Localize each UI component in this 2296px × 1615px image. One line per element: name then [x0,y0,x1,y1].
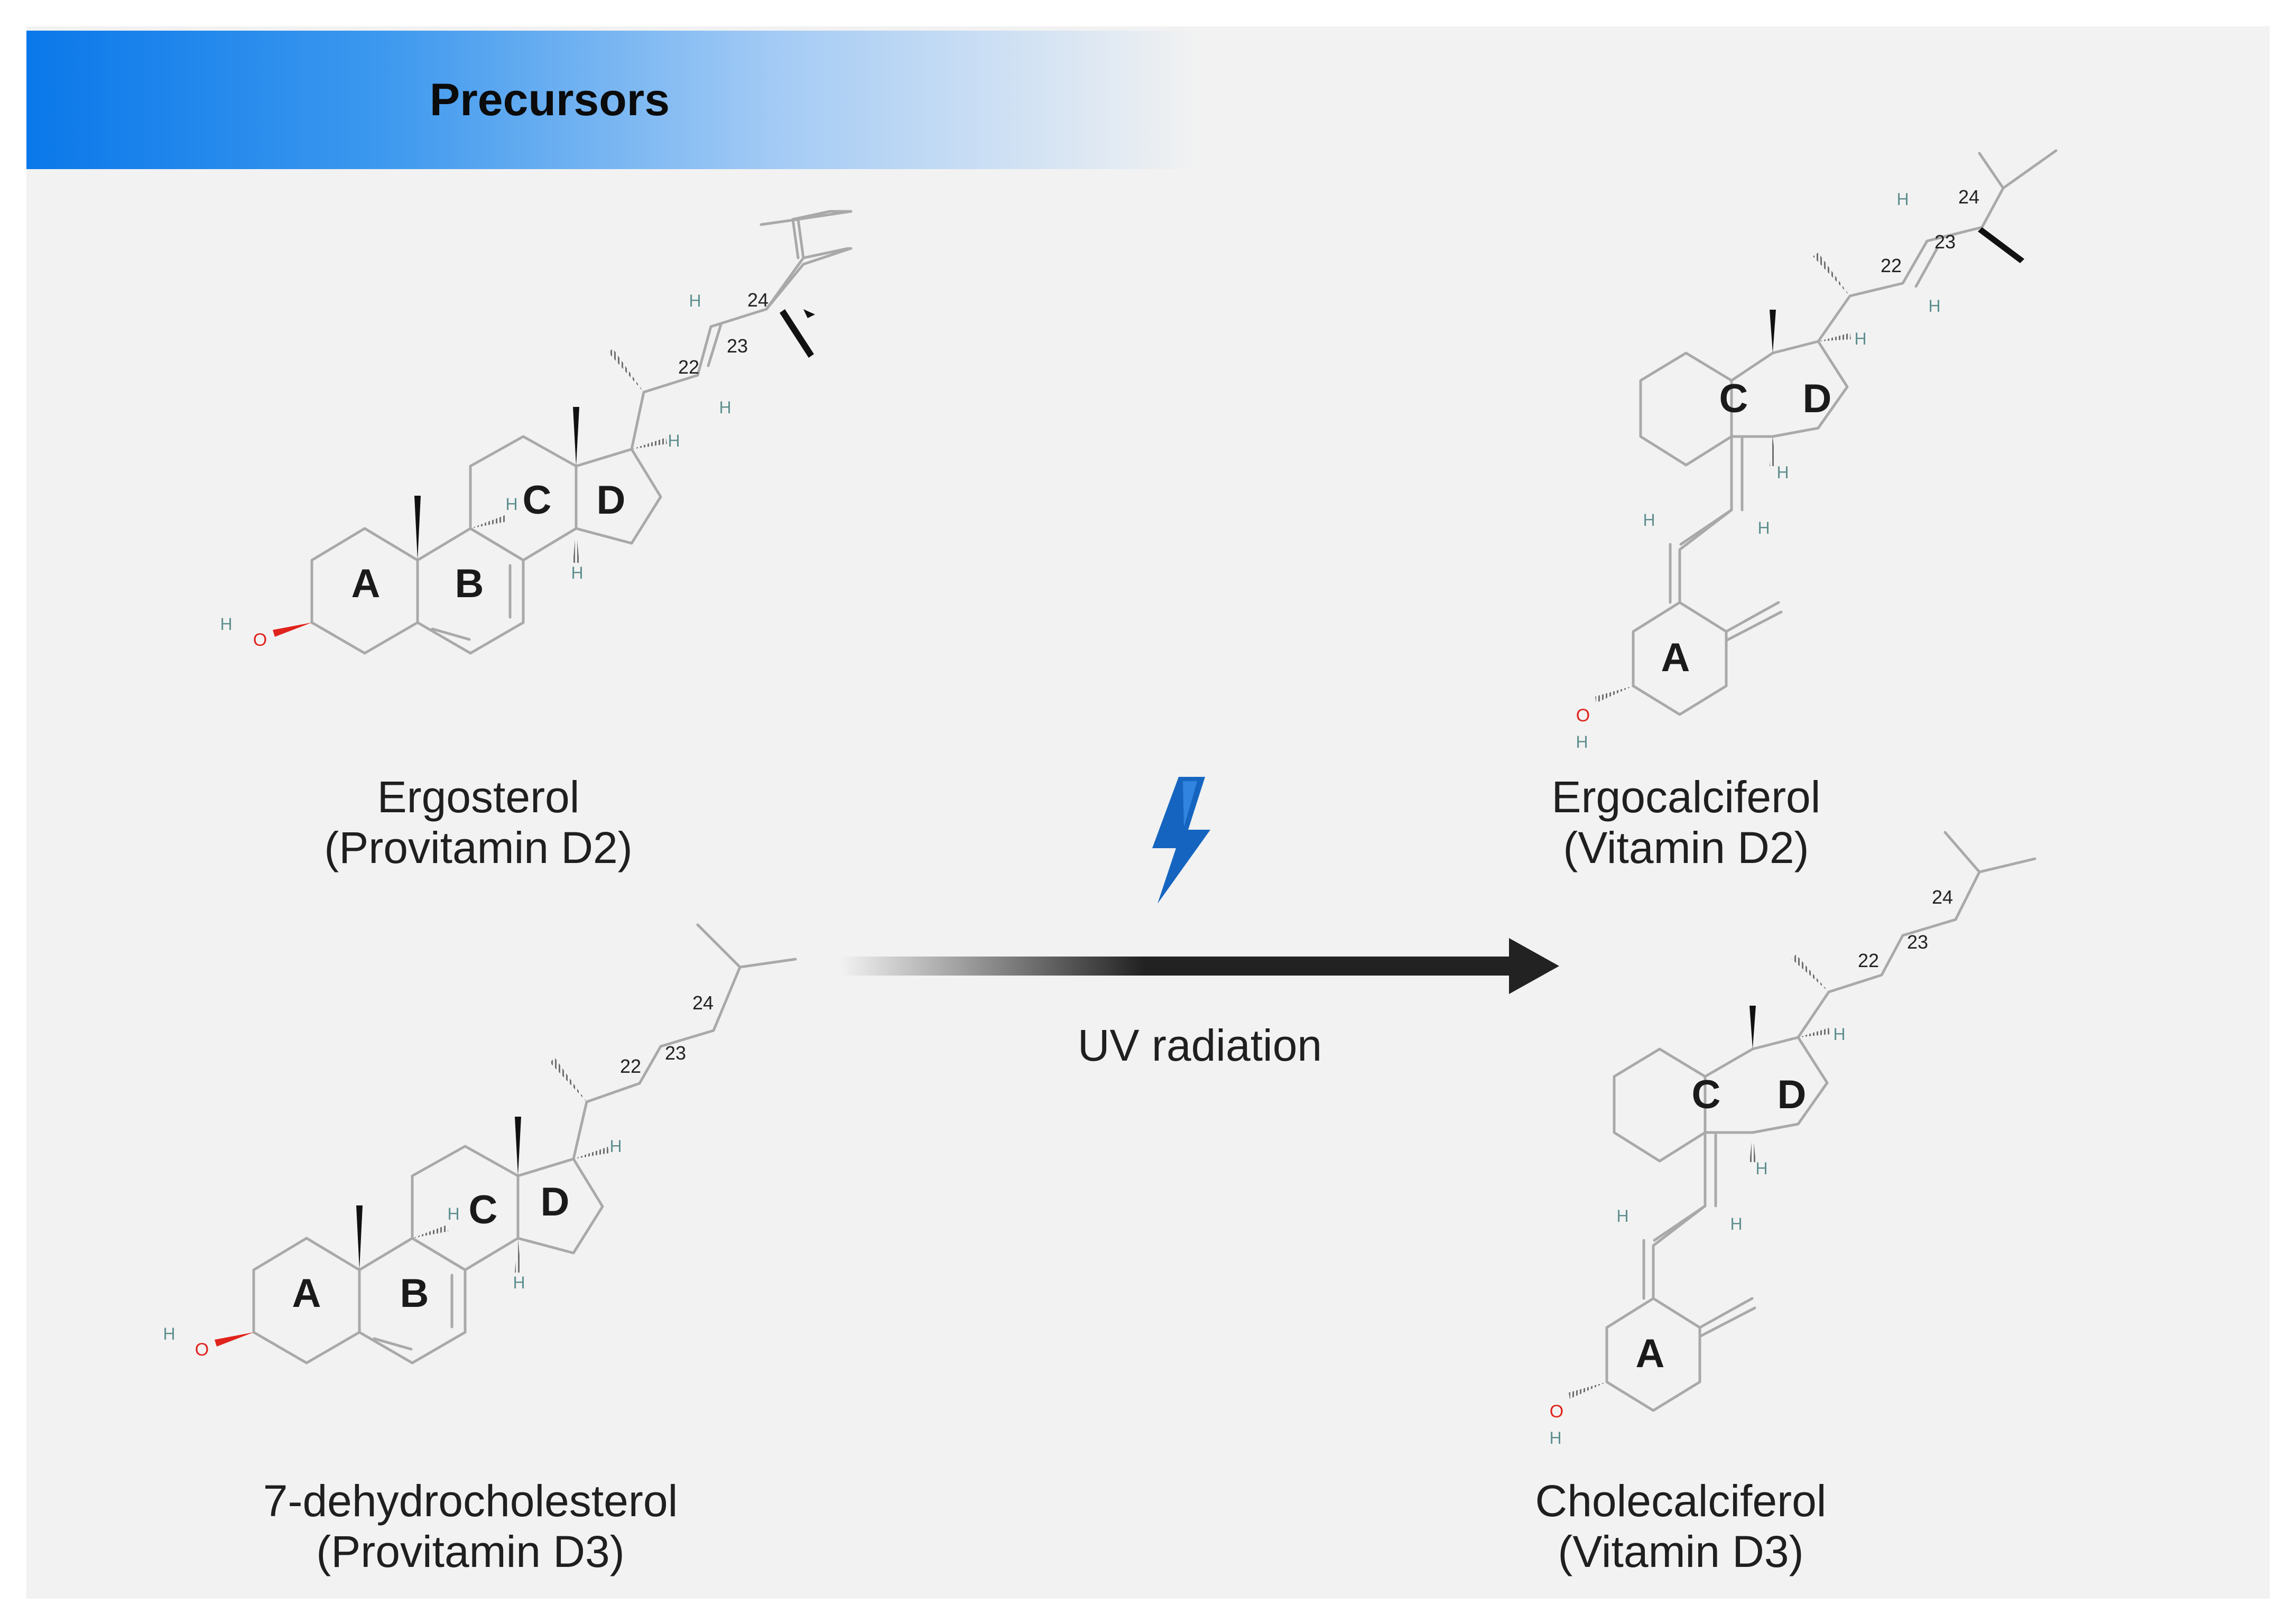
svg-text:H: H [668,431,680,450]
svg-text:H: H [1549,1428,1561,1447]
svg-text:H: H [1616,1206,1628,1226]
svg-text:H: H [1776,463,1789,482]
uv-radiation-label: UV radiation [1077,1020,1322,1070]
ergosterol-caption: Ergosterol (Provitamin D2) [188,772,769,873]
svg-text:23: 23 [1934,231,1956,253]
svg-text:O: O [253,630,267,650]
dehydrocholesterol-caption: 7-dehydrocholesterol (Provitamin D3) [180,1475,761,1577]
svg-text:H: H [1833,1025,1845,1044]
ergosterol-name: Ergosterol [377,772,580,822]
svg-text:H: H [571,563,583,582]
svg-text:H: H [1576,732,1588,751]
svg-text:O: O [1550,1401,1563,1422]
svg-text:22: 22 [1858,950,1879,971]
ergocalciferol-subtitle: (Vitamin D2) [1563,823,1809,873]
svg-text:H: H [1854,329,1866,348]
svg-text:H: H [1896,190,1909,209]
dehydrocholesterol-name: 7-dehydrocholesterol [263,1476,678,1526]
svg-text:22: 22 [678,356,699,378]
svg-text:24: 24 [747,289,769,311]
svg-text:H: H [163,1324,175,1343]
svg-text:H: H [1643,511,1655,530]
cholecalciferol-structure: O H H H H H 22 23 24 C D A [1549,831,2036,1447]
lightning-bolt-icon [1152,777,1210,904]
dehydrocholesterol-structure: O H H H H 22 23 24 A B C D [163,923,797,1365]
header-band [26,31,1200,169]
svg-text:24: 24 [1958,186,1979,208]
right-arrow-icon [840,938,1559,994]
svg-text:H: H [513,1273,525,1292]
svg-text:A: A [1636,1331,1665,1376]
cholecalciferol-caption: Cholecalciferol (Vitamin D3) [1390,1475,1971,1577]
svg-text:A: A [1661,635,1690,680]
svg-text:23: 23 [665,1042,686,1064]
svg-text:B: B [400,1271,429,1316]
svg-text:22: 22 [1881,255,1902,276]
svg-text:24: 24 [692,992,714,1014]
svg-text:H: H [1730,1214,1742,1233]
svg-text:23: 23 [1907,931,1928,953]
svg-text:C: C [1692,1072,1721,1117]
ergocalciferol-caption: Ergocalciferol (Vitamin D2) [1395,772,1977,873]
svg-text:C: C [469,1187,498,1232]
svg-text:H: H [447,1204,459,1223]
svg-text:H: H [220,615,232,634]
svg-text:H: H [719,398,731,417]
svg-text:A: A [292,1271,321,1316]
ergosterol-structure: O H H H H H H 22 23 24 A B C D [220,210,853,655]
svg-text:H: H [1928,296,1940,315]
svg-text:D: D [597,478,626,523]
svg-text:H: H [609,1137,622,1156]
svg-text:H: H [1755,1159,1767,1178]
ergosterol-subtitle: (Provitamin D2) [324,823,633,873]
header-title: Precursors [429,75,670,125]
svg-text:O: O [1576,706,1590,726]
svg-text:H: H [689,291,701,310]
svg-text:C: C [523,478,552,523]
svg-text:H: H [1757,518,1770,537]
svg-text:23: 23 [727,335,748,357]
svg-text:22: 22 [620,1055,641,1077]
diagram-panel [26,26,2270,1599]
dehydrocholesterol-subtitle: (Provitamin D3) [316,1527,625,1576]
svg-text:D: D [1777,1072,1807,1117]
svg-text:D: D [1803,376,1832,421]
cholecalciferol-subtitle: (Vitamin D3) [1558,1527,1804,1576]
svg-text:O: O [195,1340,209,1360]
svg-text:C: C [1719,376,1748,421]
svg-text:A: A [351,561,381,606]
svg-text:H: H [505,495,517,514]
svg-text:24: 24 [1932,886,1953,908]
ergocalciferol-name: Ergocalciferol [1551,772,1821,822]
cholecalciferol-name: Cholecalciferol [1535,1476,1827,1526]
ergocalciferol-structure: O H H H H H H H 22 23 24 C D A [1576,149,2058,751]
svg-text:D: D [541,1180,570,1224]
svg-text:B: B [455,561,484,606]
